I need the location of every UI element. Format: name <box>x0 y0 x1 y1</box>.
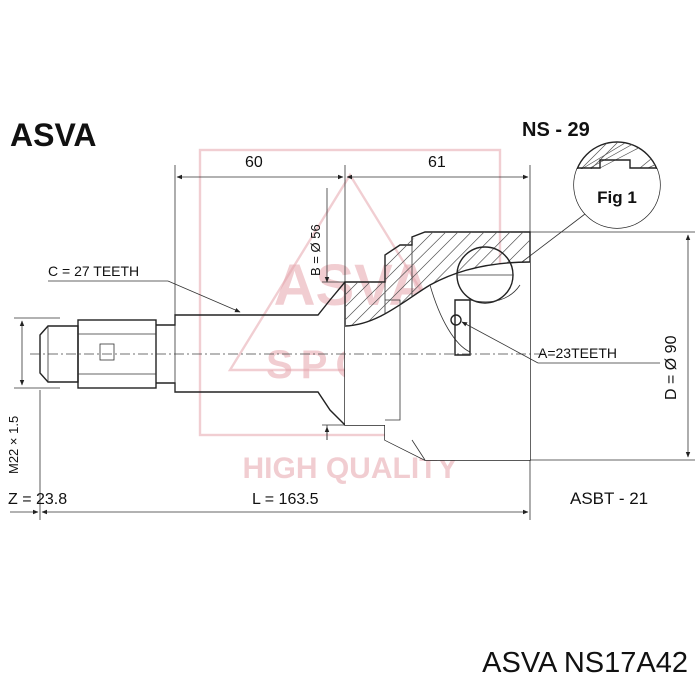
a-teeth-label: A=23TEETH <box>538 345 617 361</box>
d-dimension: D = Ø 90 <box>530 231 695 461</box>
fig-detail: Fig 1 <box>517 141 661 266</box>
thread-dimension: M22 × 1.5 <box>6 317 60 474</box>
dim-b-diameter: B = Ø 56 <box>308 224 323 276</box>
b-dimension: B = Ø 56 <box>308 188 345 440</box>
part-caption: ASVA NS17A42 <box>482 647 688 679</box>
top-dimension: 60 61 <box>174 154 531 315</box>
cv-joint-body <box>39 231 531 461</box>
model-code: NS - 29 <box>522 119 590 141</box>
dim-d-diameter: D = Ø 90 <box>663 335 680 400</box>
fig-label: Fig 1 <box>597 188 637 207</box>
dim-length-60: 60 <box>245 154 263 171</box>
dim-length-61: 61 <box>428 154 446 171</box>
bottom-dimension: Z = 23.8 L = 163.5 <box>8 390 531 520</box>
dim-thread: M22 × 1.5 <box>6 416 21 474</box>
part-reference: ASBT - 21 <box>570 489 648 508</box>
teeth-callouts: C = 27 TEETH A=23TEETH <box>48 263 660 364</box>
dim-z: Z = 23.8 <box>8 491 67 508</box>
brand-logo: ASVA <box>10 117 97 153</box>
c-teeth-label: C = 27 TEETH <box>48 263 139 279</box>
dim-l: L = 163.5 <box>252 491 319 508</box>
